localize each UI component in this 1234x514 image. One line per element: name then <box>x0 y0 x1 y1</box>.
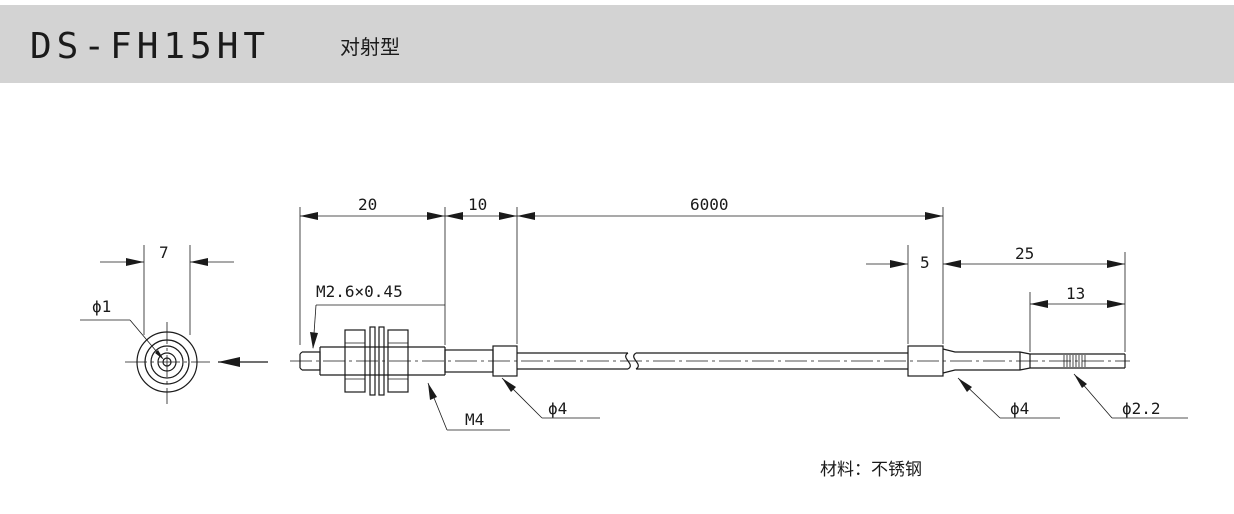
material-note: 材料：不锈钢 <box>820 460 922 480</box>
dim-thread: M2.6×0.45 <box>316 282 403 301</box>
dim-phi-tip: ϕ2.2 <box>1122 399 1161 418</box>
header-bar: DS-FH15HT 对射型 <box>0 5 1234 83</box>
model-title: DS-FH15HT <box>30 26 271 67</box>
dim-nut: M4 <box>465 410 484 429</box>
dim-len-cable: 6000 <box>690 195 729 214</box>
end-view <box>80 245 234 404</box>
leaders <box>310 304 1188 431</box>
side-view <box>290 326 1130 396</box>
dim-len-body: 10 <box>468 195 487 214</box>
dim-phi-sleeve: ϕ4 <box>1010 399 1029 418</box>
dim-head-phi: ϕ1 <box>92 297 111 316</box>
dim-len-sleeve: 5 <box>920 253 930 272</box>
dim-phi-body: ϕ4 <box>548 399 567 418</box>
dim-len-thread: 20 <box>358 195 377 214</box>
sensor-type: 对射型 <box>340 35 400 59</box>
dim-head-width: 7 <box>159 243 169 262</box>
dim-len-tail: 25 <box>1015 244 1034 263</box>
top-dimensions <box>299 207 1126 352</box>
dim-len-tip: 13 <box>1066 284 1085 303</box>
